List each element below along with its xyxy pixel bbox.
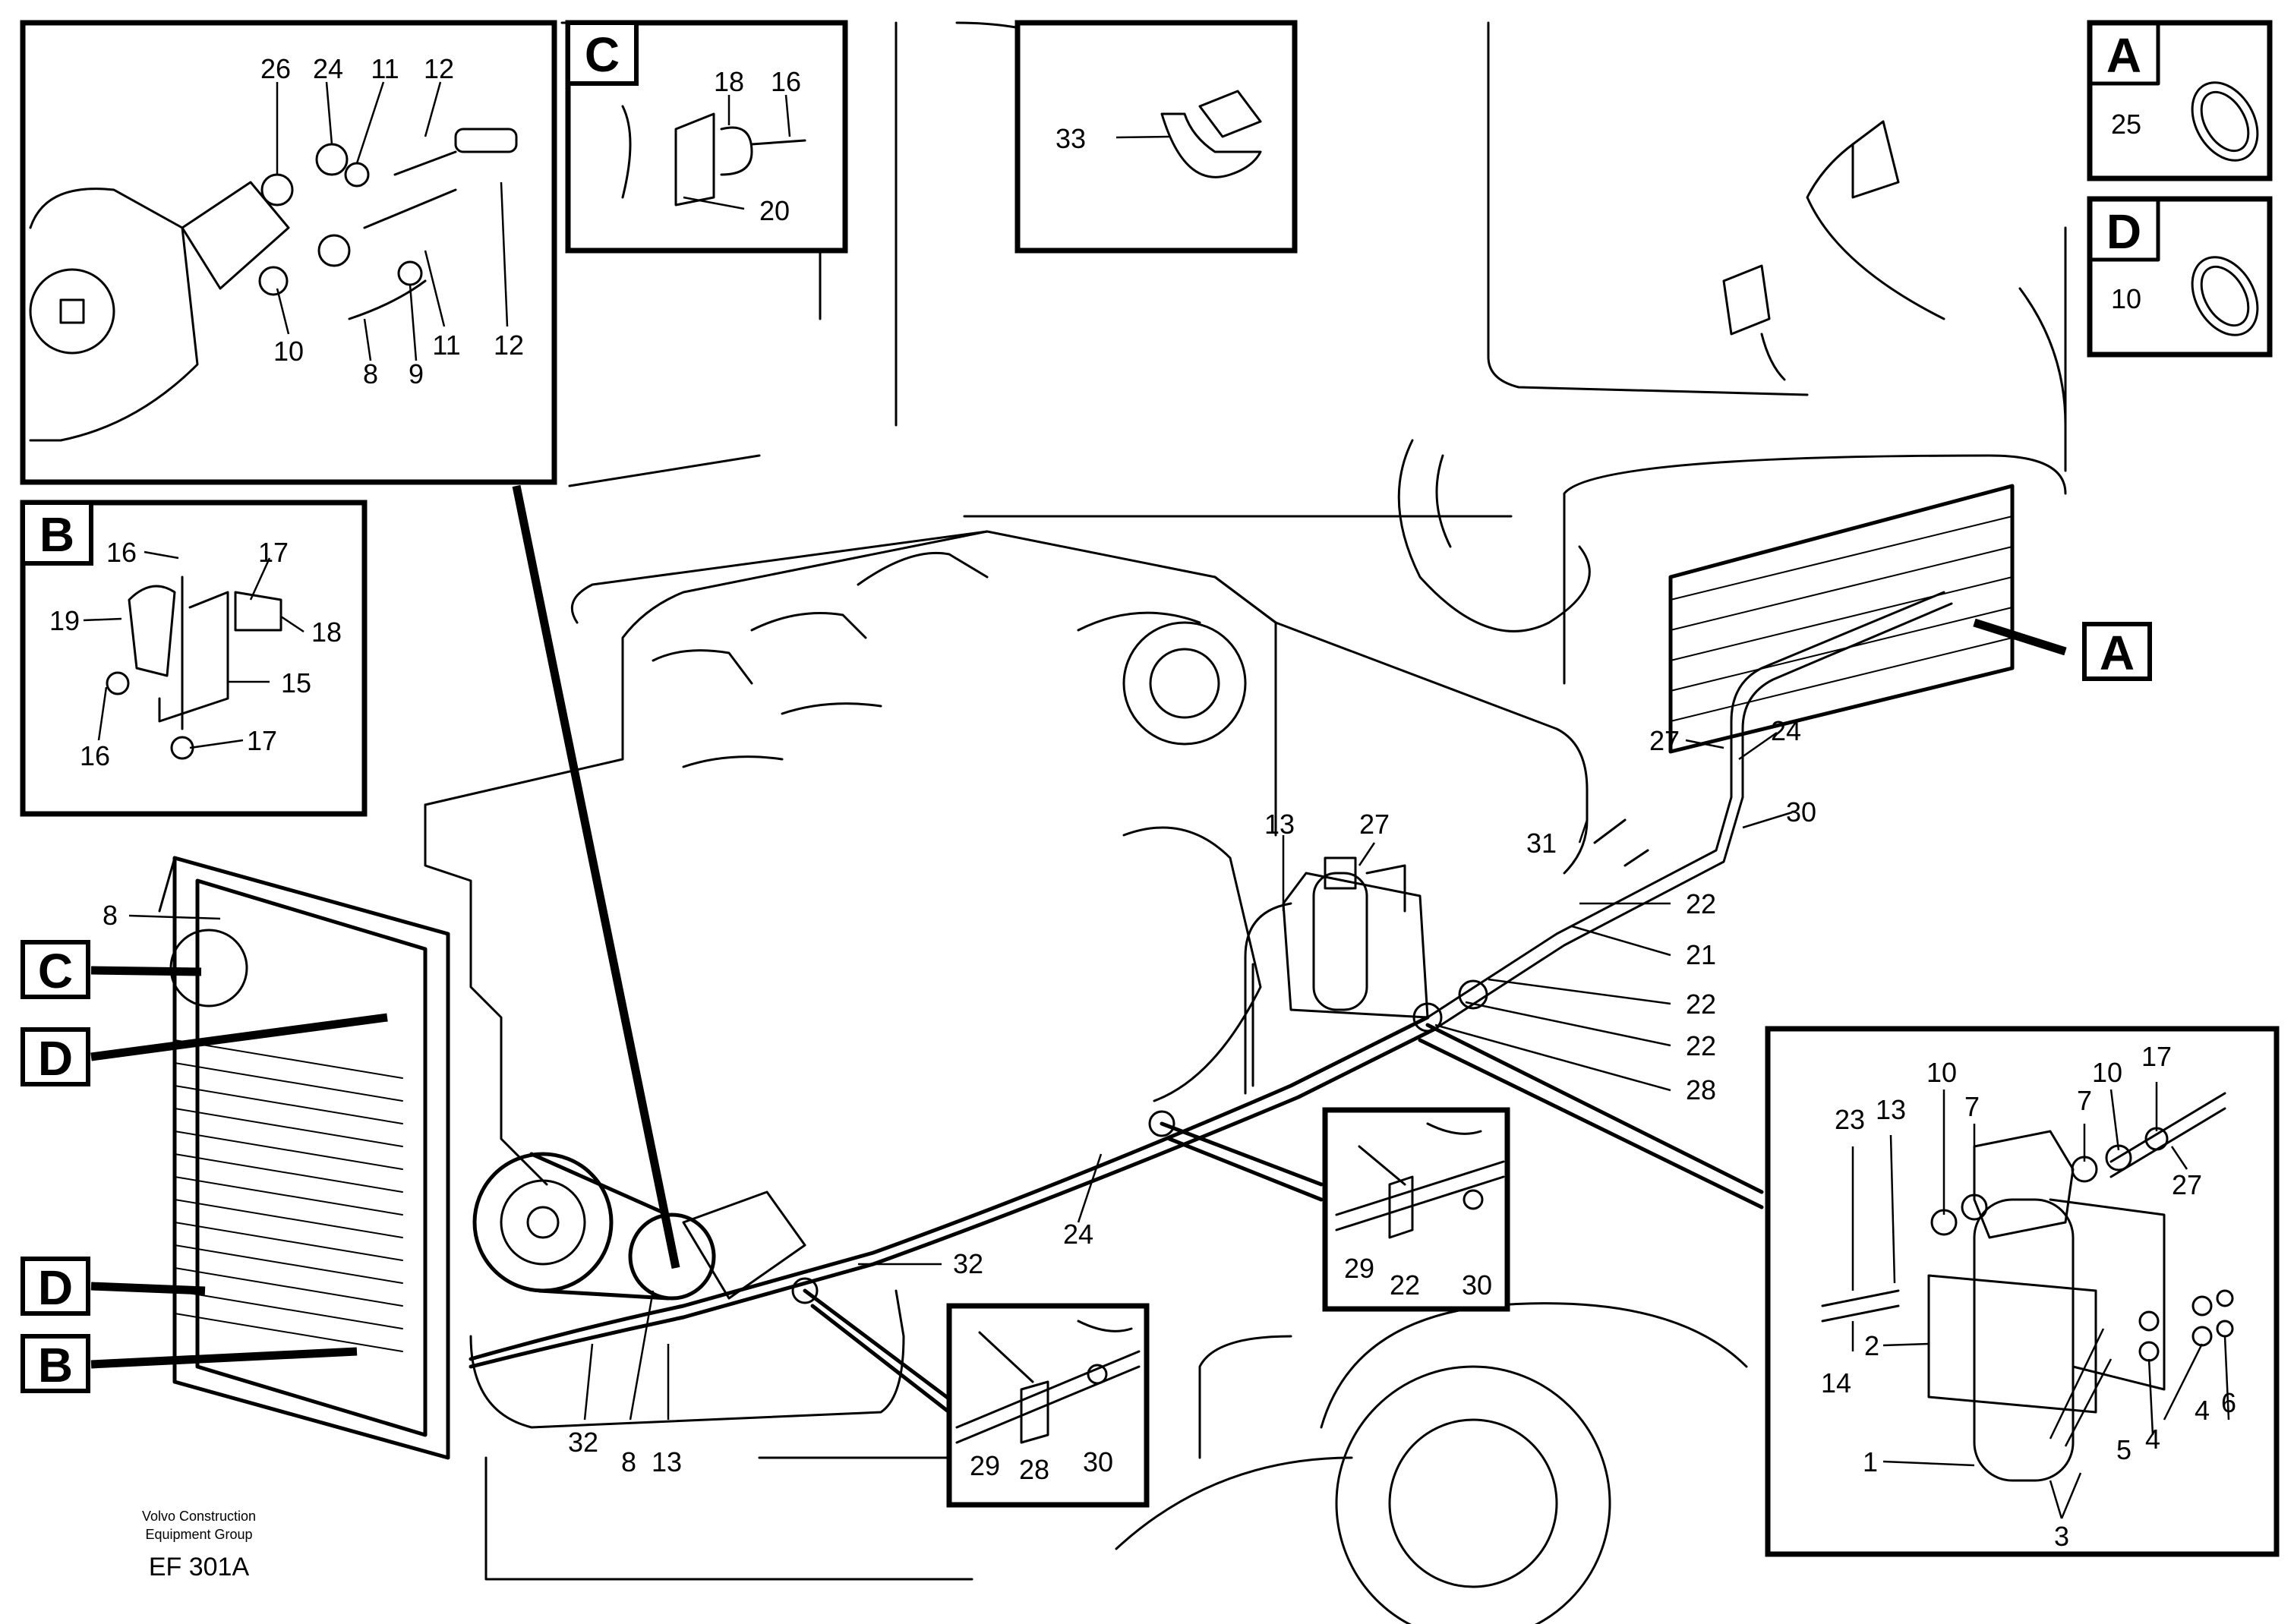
label-13-main: 13	[1264, 809, 1295, 840]
label-10-d: 10	[2111, 283, 2141, 314]
detail-A-oring	[2087, 20, 2273, 181]
label-10-tl: 10	[273, 336, 304, 367]
callout-A-main: A	[2082, 622, 2152, 681]
detail-box-letter-C-frame	[566, 20, 639, 86]
label-2: 2	[1864, 1330, 1879, 1361]
label-22-c: 22	[1686, 1030, 1716, 1061]
callout-C-left: C	[21, 940, 90, 999]
svg-text:D: D	[38, 1031, 73, 1086]
label-21: 21	[1686, 939, 1716, 970]
label-5: 5	[2116, 1434, 2131, 1465]
label-24-main: 24	[1063, 1219, 1093, 1250]
label-7-a: 7	[1964, 1091, 1980, 1122]
svg-text:D: D	[38, 1260, 73, 1315]
label-33: 33	[1055, 123, 1086, 154]
label-29-box28: 29	[970, 1450, 1000, 1481]
label-12-low: 12	[494, 330, 524, 361]
label-7-b: 7	[2077, 1085, 2092, 1116]
detail-box-letter-A: A	[2106, 28, 2141, 83]
detail-strap	[1014, 20, 1298, 254]
label-31: 31	[1526, 828, 1557, 859]
label-3: 3	[2054, 1521, 2069, 1552]
refrigerant-lines	[469, 120, 1953, 1369]
label-4-a: 4	[2145, 1424, 2160, 1455]
label-8-bottom: 8	[621, 1446, 636, 1477]
label-26: 26	[260, 53, 291, 84]
label-24-right: 24	[1771, 715, 1801, 746]
detail-box-letter-B-frame	[21, 500, 93, 566]
label-30-box28: 30	[1083, 1446, 1113, 1477]
label-19: 19	[49, 605, 80, 636]
figure-reference: EF 301A	[149, 1553, 250, 1581]
label-13-bottom: 13	[652, 1446, 682, 1477]
callout-D-left-upper: D	[21, 1027, 90, 1086]
detail-compressor-fittings	[20, 20, 557, 485]
detail-box-letter-D: D	[2106, 204, 2141, 259]
label-10-drier-a: 10	[1926, 1057, 1957, 1088]
label-22-b: 22	[1686, 989, 1716, 1020]
receiver-drier	[1282, 856, 1429, 1019]
compressor-pulley	[472, 1152, 806, 1301]
label-9: 9	[409, 358, 424, 389]
detail-box-letter-C: C	[585, 27, 620, 82]
label-29-box22: 29	[1344, 1253, 1374, 1284]
label-1: 1	[1863, 1446, 1878, 1477]
label-27-main: 27	[1359, 809, 1390, 840]
label-10-drier-b: 10	[2092, 1057, 2122, 1088]
label-11-low: 11	[432, 330, 460, 361]
label-20: 20	[759, 195, 790, 226]
label-30-main: 30	[1786, 796, 1816, 828]
label-17-b-low: 17	[247, 725, 277, 756]
detail-box-letter-B: B	[39, 507, 74, 562]
label-22-a: 22	[1686, 888, 1716, 919]
label-12-top: 12	[424, 53, 454, 84]
label-11-top: 11	[371, 53, 399, 84]
callout-B-left: B	[21, 1334, 90, 1393]
label-28-box28: 28	[1019, 1454, 1049, 1485]
label-28-main: 28	[1686, 1074, 1716, 1105]
label-30-box22: 30	[1462, 1269, 1492, 1301]
detail-clamp-22	[1322, 1107, 1510, 1312]
label-13-drier: 13	[1876, 1094, 1906, 1125]
label-32-bottom: 32	[568, 1427, 598, 1458]
label-23: 23	[1835, 1104, 1865, 1135]
label-25: 25	[2111, 109, 2141, 140]
label-22-box22: 22	[1390, 1269, 1420, 1301]
label-17-drier: 17	[2141, 1041, 2172, 1072]
radiator	[158, 856, 450, 1460]
label-24: 24	[313, 53, 343, 84]
label-18-b: 18	[311, 616, 342, 648]
label-8-main: 8	[103, 900, 118, 931]
leader-lines	[90, 484, 2067, 1421]
label-14: 14	[1821, 1367, 1851, 1399]
label-32-right: 32	[953, 1248, 983, 1279]
label-17-b-top: 17	[258, 537, 289, 568]
publisher-line-2: Equipment Group	[145, 1527, 252, 1542]
label-16-b-low: 16	[80, 740, 110, 771]
label-16-b-top: 16	[106, 537, 137, 568]
svg-text:C: C	[38, 944, 73, 998]
detail-clamp-28	[946, 1303, 1150, 1508]
label-15: 15	[281, 667, 311, 698]
detail-drier-assembly	[1765, 1026, 2280, 1557]
condenser	[1668, 287, 2067, 754]
detail-D-oring	[2087, 196, 2273, 358]
label-4-b: 4	[2195, 1395, 2210, 1426]
label-18-c: 18	[714, 66, 744, 97]
publisher-line-1: Volvo Construction	[142, 1509, 256, 1524]
label-16-c: 16	[771, 66, 801, 97]
callout-D-left-lower: D	[21, 1257, 90, 1316]
label-8-tl: 8	[363, 358, 378, 389]
label-27-right: 27	[1649, 725, 1680, 756]
label-6: 6	[2221, 1387, 2236, 1418]
svg-text:A: A	[2100, 626, 2135, 680]
label-27-drier: 27	[2172, 1169, 2202, 1200]
svg-text:B: B	[38, 1338, 73, 1392]
